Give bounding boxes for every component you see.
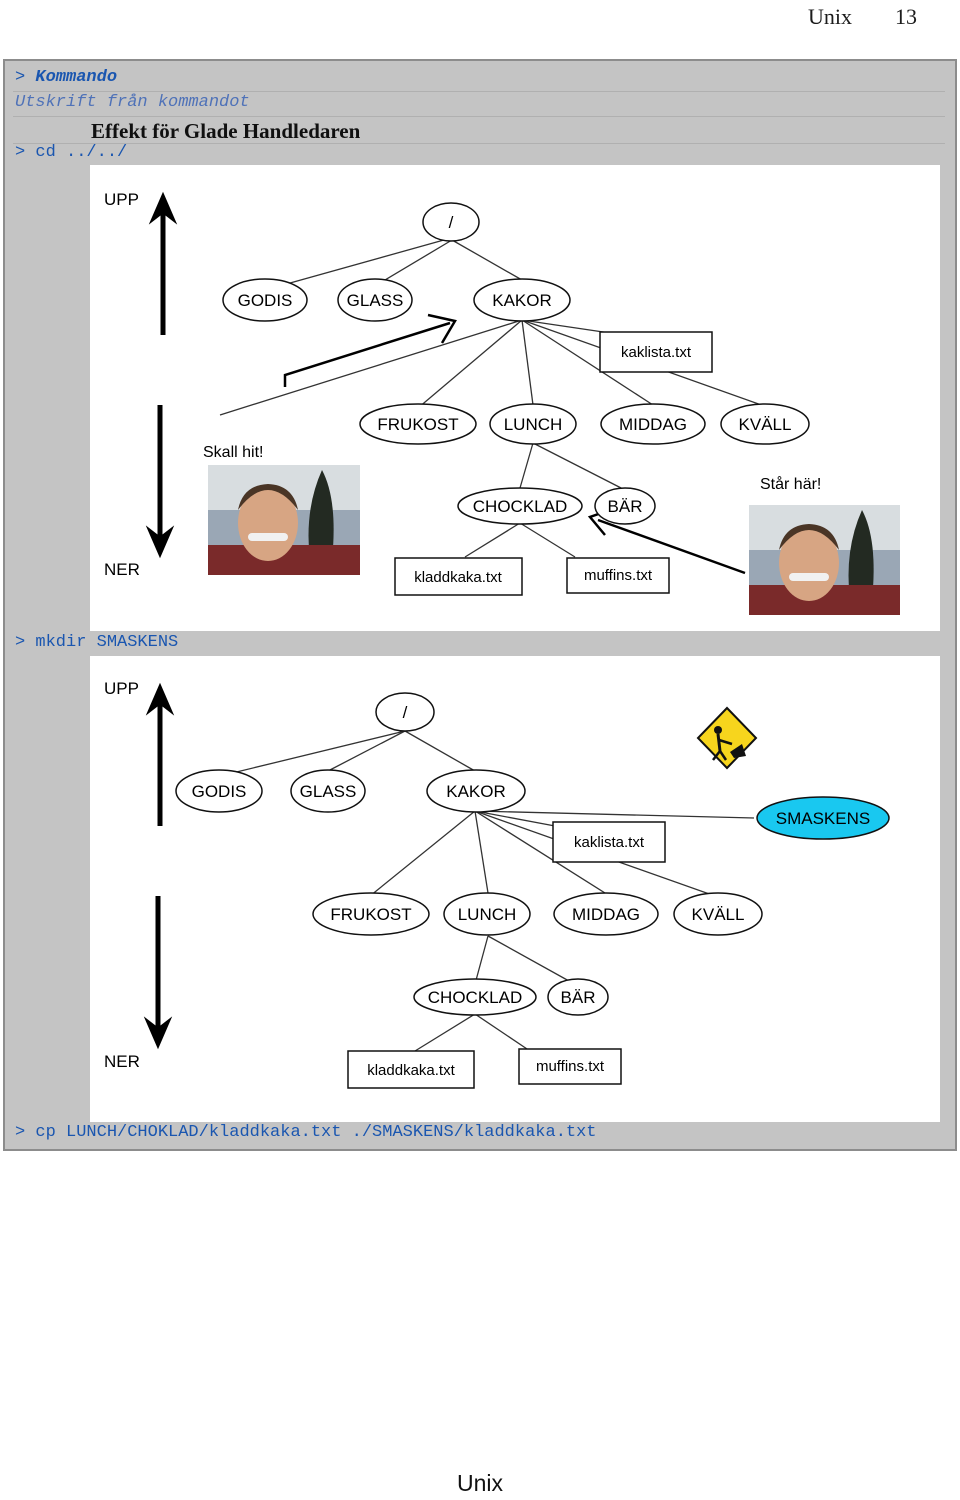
tree-file-muffins: muffins.txt bbox=[518, 1048, 622, 1085]
down-label: NER bbox=[104, 1052, 140, 1071]
svg-text:/: / bbox=[403, 703, 408, 722]
svg-text:BÄR: BÄR bbox=[561, 988, 596, 1007]
tree-node-kvall: KVÄLL bbox=[720, 403, 810, 445]
svg-text:BÄR: BÄR bbox=[608, 497, 643, 516]
command-text: cd ../../ bbox=[35, 143, 128, 162]
directory-diagram-before: UPP NER bbox=[90, 165, 940, 631]
tree-node-bar: BÄR bbox=[547, 978, 609, 1016]
divider bbox=[13, 116, 945, 117]
effect-label: Effekt för Glade Handledaren bbox=[91, 119, 361, 143]
tree-file-kladdkaka: kladdkaka.txt bbox=[394, 557, 523, 596]
svg-text:FRUKOST: FRUKOST bbox=[377, 415, 458, 434]
caption-current: Står här! bbox=[760, 475, 821, 493]
command-table: > Kommando Utskrift från kommandot Effek… bbox=[3, 59, 957, 1151]
tree-node-chocklad: CHOCKLAD bbox=[413, 978, 537, 1016]
page-number: 13 bbox=[895, 4, 917, 29]
divider bbox=[13, 143, 945, 144]
svg-text:FRUKOST: FRUKOST bbox=[330, 905, 411, 924]
target-arrow-icon bbox=[283, 313, 457, 387]
command-row-2: > mkdir SMASKENS bbox=[15, 633, 179, 652]
caption-target: Skall hit! bbox=[203, 444, 263, 461]
construction-sign-icon bbox=[696, 706, 758, 770]
tree-node-kakor: KAKOR bbox=[426, 769, 526, 813]
up-label: UPP bbox=[104, 679, 139, 698]
tree-node-glass: GLASS bbox=[337, 278, 413, 322]
header-title: Unix bbox=[808, 4, 852, 29]
svg-text:CHOCKLAD: CHOCKLAD bbox=[428, 988, 522, 1007]
svg-text:kladdkaka.txt: kladdkaka.txt bbox=[367, 1062, 455, 1079]
svg-text:GLASS: GLASS bbox=[300, 782, 357, 801]
tree-node-godis: GODIS bbox=[175, 769, 263, 813]
person-photo-current bbox=[749, 505, 900, 615]
tree-node-root: / bbox=[422, 202, 480, 242]
svg-text:KAKOR: KAKOR bbox=[492, 291, 552, 310]
tree-node-frukost: FRUKOST bbox=[359, 403, 477, 445]
svg-text:LUNCH: LUNCH bbox=[504, 415, 563, 434]
command-label: Kommando bbox=[35, 68, 118, 87]
command-row-1: > cd ../../ bbox=[15, 143, 128, 162]
svg-text:GODIS: GODIS bbox=[238, 291, 293, 310]
svg-text:CHOCKLAD: CHOCKLAD bbox=[473, 497, 567, 516]
svg-text:kaklista.txt: kaklista.txt bbox=[574, 834, 645, 851]
tree-node-middag: MIDDAG bbox=[600, 403, 706, 445]
tree-node-root: / bbox=[375, 692, 435, 732]
tree-node-bar: BÄR bbox=[594, 487, 656, 525]
command-header-row: > Kommando bbox=[15, 68, 118, 87]
tree-node-lunch: LUNCH bbox=[443, 892, 531, 936]
output-label: Utskrift från kommandot bbox=[15, 93, 250, 112]
tree-node-glass: GLASS bbox=[290, 769, 366, 813]
up-label: UPP bbox=[104, 190, 139, 209]
svg-text:muffins.txt: muffins.txt bbox=[536, 1058, 605, 1075]
svg-text:MIDDAG: MIDDAG bbox=[619, 415, 687, 434]
tree-file-kaklista: kaklista.txt bbox=[552, 821, 666, 863]
tree-node-chocklad: CHOCKLAD bbox=[457, 487, 583, 525]
svg-text:KAKOR: KAKOR bbox=[446, 782, 506, 801]
svg-text:kaklista.txt: kaklista.txt bbox=[621, 344, 692, 361]
svg-text:/: / bbox=[449, 213, 454, 232]
person-photo-target bbox=[208, 465, 360, 575]
svg-text:kladdkaka.txt: kladdkaka.txt bbox=[414, 569, 502, 586]
tree-node-middag: MIDDAG bbox=[553, 892, 659, 936]
down-label: NER bbox=[104, 560, 140, 579]
tree-node-kvall: KVÄLL bbox=[673, 892, 763, 936]
command-text: cp LUNCH/CHOKLAD/kladdkaka.txt ./SMASKEN… bbox=[35, 1123, 597, 1142]
tree-file-kladdkaka: kladdkaka.txt bbox=[347, 1050, 475, 1089]
svg-text:KVÄLL: KVÄLL bbox=[692, 905, 745, 924]
tree-file-muffins: muffins.txt bbox=[566, 557, 670, 594]
svg-text:GLASS: GLASS bbox=[347, 291, 404, 310]
footer-title: Unix bbox=[456, 1470, 503, 1496]
tree-file-kaklista: kaklista.txt bbox=[599, 331, 713, 373]
tree-node-lunch: LUNCH bbox=[489, 403, 577, 445]
tree-node-frukost: FRUKOST bbox=[312, 892, 430, 936]
tree-node-kakor: KAKOR bbox=[473, 278, 571, 322]
svg-text:GODIS: GODIS bbox=[192, 782, 247, 801]
svg-text:MIDDAG: MIDDAG bbox=[572, 905, 640, 924]
divider bbox=[13, 91, 945, 92]
command-row-3: > cp LUNCH/CHOKLAD/kladdkaka.txt ./SMASK… bbox=[15, 1123, 597, 1142]
svg-text:KVÄLL: KVÄLL bbox=[739, 415, 792, 434]
up-down-arrow-icon bbox=[145, 191, 178, 559]
tree-node-smaskens: SMASKENS bbox=[756, 796, 890, 840]
up-down-arrow-icon bbox=[143, 682, 175, 1050]
svg-text:SMASKENS: SMASKENS bbox=[776, 809, 870, 828]
svg-text:LUNCH: LUNCH bbox=[458, 905, 517, 924]
tree-node-godis: GODIS bbox=[222, 278, 308, 322]
directory-diagram-after: UPP NER / bbox=[90, 656, 940, 1122]
command-text: mkdir SMASKENS bbox=[35, 633, 179, 652]
svg-text:muffins.txt: muffins.txt bbox=[584, 567, 653, 584]
